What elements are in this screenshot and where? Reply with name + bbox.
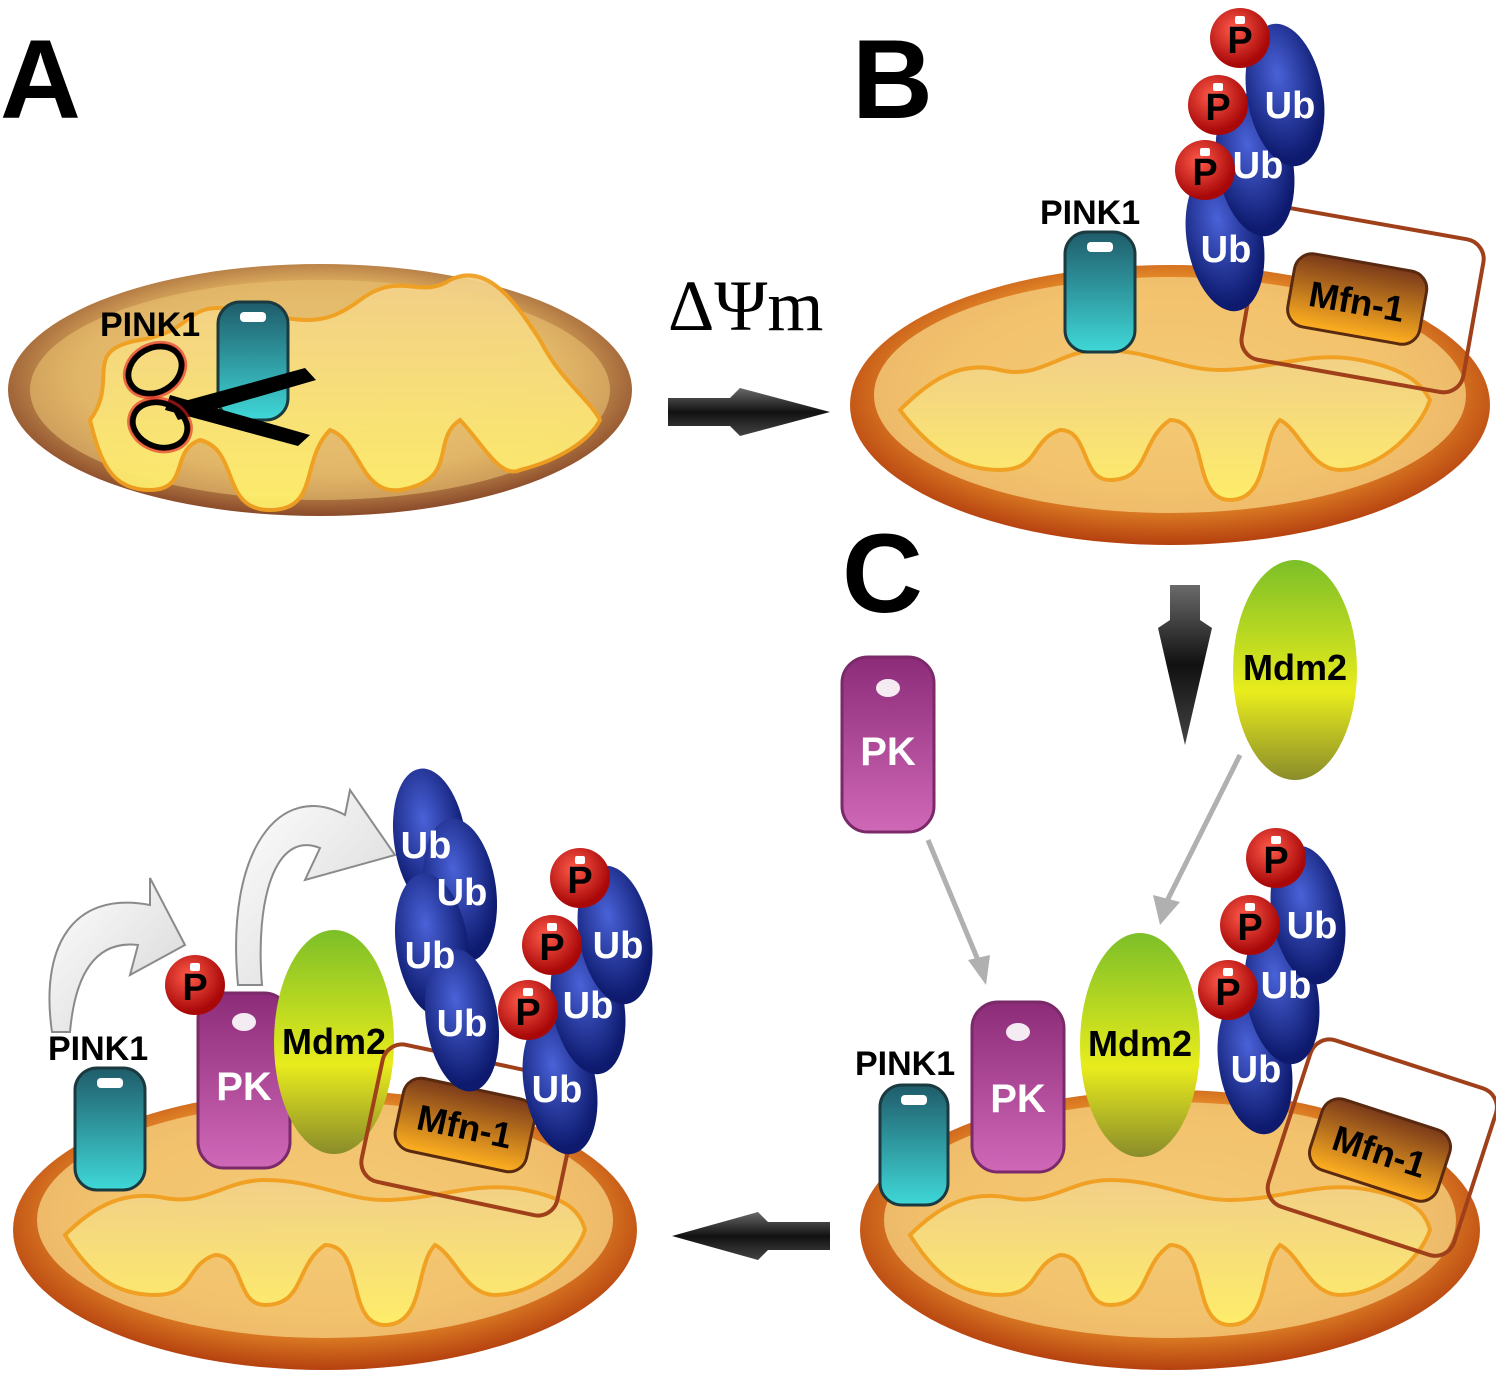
p-b-3: P — [1227, 20, 1252, 62]
phospho-c: P P P — [1198, 828, 1306, 1020]
ub-b-3: Ub — [1265, 85, 1316, 127]
mitochondrion-b — [850, 265, 1490, 545]
p-d-3: P — [567, 860, 592, 902]
pk-d: PK — [196, 991, 292, 1170]
mfn1-c-box — [1265, 1037, 1496, 1258]
ub-d-chain-1: Ub — [401, 825, 452, 867]
mdm2-c: Mdm2 — [1080, 933, 1200, 1157]
ub-chain-p-d: Ub Ub Ub — [522, 865, 653, 1155]
ub-c-3: Ub — [1287, 905, 1338, 947]
ub-d-p-2: Ub — [563, 985, 614, 1027]
ub-d-p-1: Ub — [532, 1069, 583, 1111]
cristae-c — [907, 1177, 1433, 1328]
panel-c: C Mdm2 PK PINK1 — [840, 511, 1496, 1370]
right-arrow-icon — [668, 388, 830, 436]
pink1-c — [878, 1083, 950, 1207]
panel-a-letter: A — [0, 17, 81, 142]
pk-free: PK — [840, 655, 936, 834]
curved-arrow-icon — [48, 877, 187, 1033]
pink1-a-label: PINK1 — [100, 306, 200, 344]
pk-d-label: PK — [216, 1065, 272, 1109]
panel-a: A PINK1 — [0, 17, 632, 516]
phospho-pk-d: P — [165, 955, 225, 1015]
ub-b-1: Ub — [1201, 229, 1252, 271]
recruit-arrow-pk — [925, 839, 990, 985]
phospho-highlights — [190, 16, 1281, 996]
ub-d-chain-2: Ub — [437, 872, 488, 914]
pink1-b-label: PINK1 — [1040, 194, 1140, 232]
pk-c: PK — [970, 1000, 1066, 1174]
pk-c-label: PK — [990, 1077, 1046, 1121]
mdm2-d-label: Mdm2 — [282, 1021, 386, 1062]
ub-c-1: Ub — [1231, 1049, 1282, 1091]
mitochondrion-a — [8, 264, 632, 516]
ub-d-chain-4: Ub — [437, 1003, 488, 1045]
panel-b: B PINK1 Mfn-1 Ub Ub Ub P — [850, 8, 1490, 545]
phospho-d: P P P — [498, 848, 610, 1040]
panel-d: PINK1 PK P Mdm2 Mfn-1 Ub Ub Ub Ub — [13, 768, 653, 1370]
left-arrow-icon — [672, 1212, 830, 1260]
mdm2-c-label: Mdm2 — [1088, 1023, 1192, 1064]
down-arrow-icon — [1158, 585, 1212, 745]
pink1-d-label: PINK1 — [48, 1030, 148, 1068]
ub-b-2: Ub — [1233, 145, 1284, 187]
scissors-icon — [122, 340, 316, 454]
cristae-d — [62, 1177, 588, 1328]
delta-psi-m-label: ΔΨm — [668, 266, 823, 346]
ub-chain-free-d: Ub Ub Ub Ub — [392, 768, 500, 1092]
ub-d-chain-3: Ub — [405, 935, 456, 977]
pk-free-label: PK — [860, 730, 916, 774]
p-d-1: P — [515, 992, 540, 1034]
p-b-1: P — [1192, 152, 1217, 194]
phospho-b: P P P — [1175, 8, 1270, 200]
ub-d-p-3: Ub — [593, 925, 644, 967]
ub-c-2: Ub — [1261, 965, 1312, 1007]
mdm2-d: Mdm2 — [274, 930, 394, 1154]
recruit-arrow-mdm2 — [1153, 753, 1243, 925]
mfn1-c: Mfn-1 — [1308, 1097, 1452, 1203]
mdm2-free-label: Mdm2 — [1243, 647, 1347, 688]
curved-arrow-icon-2 — [235, 787, 397, 986]
p-d-2: P — [539, 927, 564, 969]
mdm2-free: Mdm2 — [1233, 560, 1357, 780]
cristae-b — [897, 347, 1433, 503]
p-c-2: P — [1237, 907, 1262, 949]
pink1-b — [1063, 230, 1137, 354]
panel-b-letter: B — [852, 17, 933, 142]
panel-c-letter: C — [842, 511, 923, 636]
pink1-c-label: PINK1 — [855, 1045, 955, 1083]
pink1-d — [73, 1066, 147, 1192]
p-pk-d: P — [182, 967, 207, 1009]
mfn1-b: Mfn-1 — [1286, 252, 1429, 346]
p-c-1: P — [1215, 972, 1240, 1014]
p-b-2: P — [1205, 87, 1230, 129]
ub-chain-c: Ub Ub Ub — [1217, 845, 1346, 1135]
p-c-3: P — [1263, 840, 1288, 882]
